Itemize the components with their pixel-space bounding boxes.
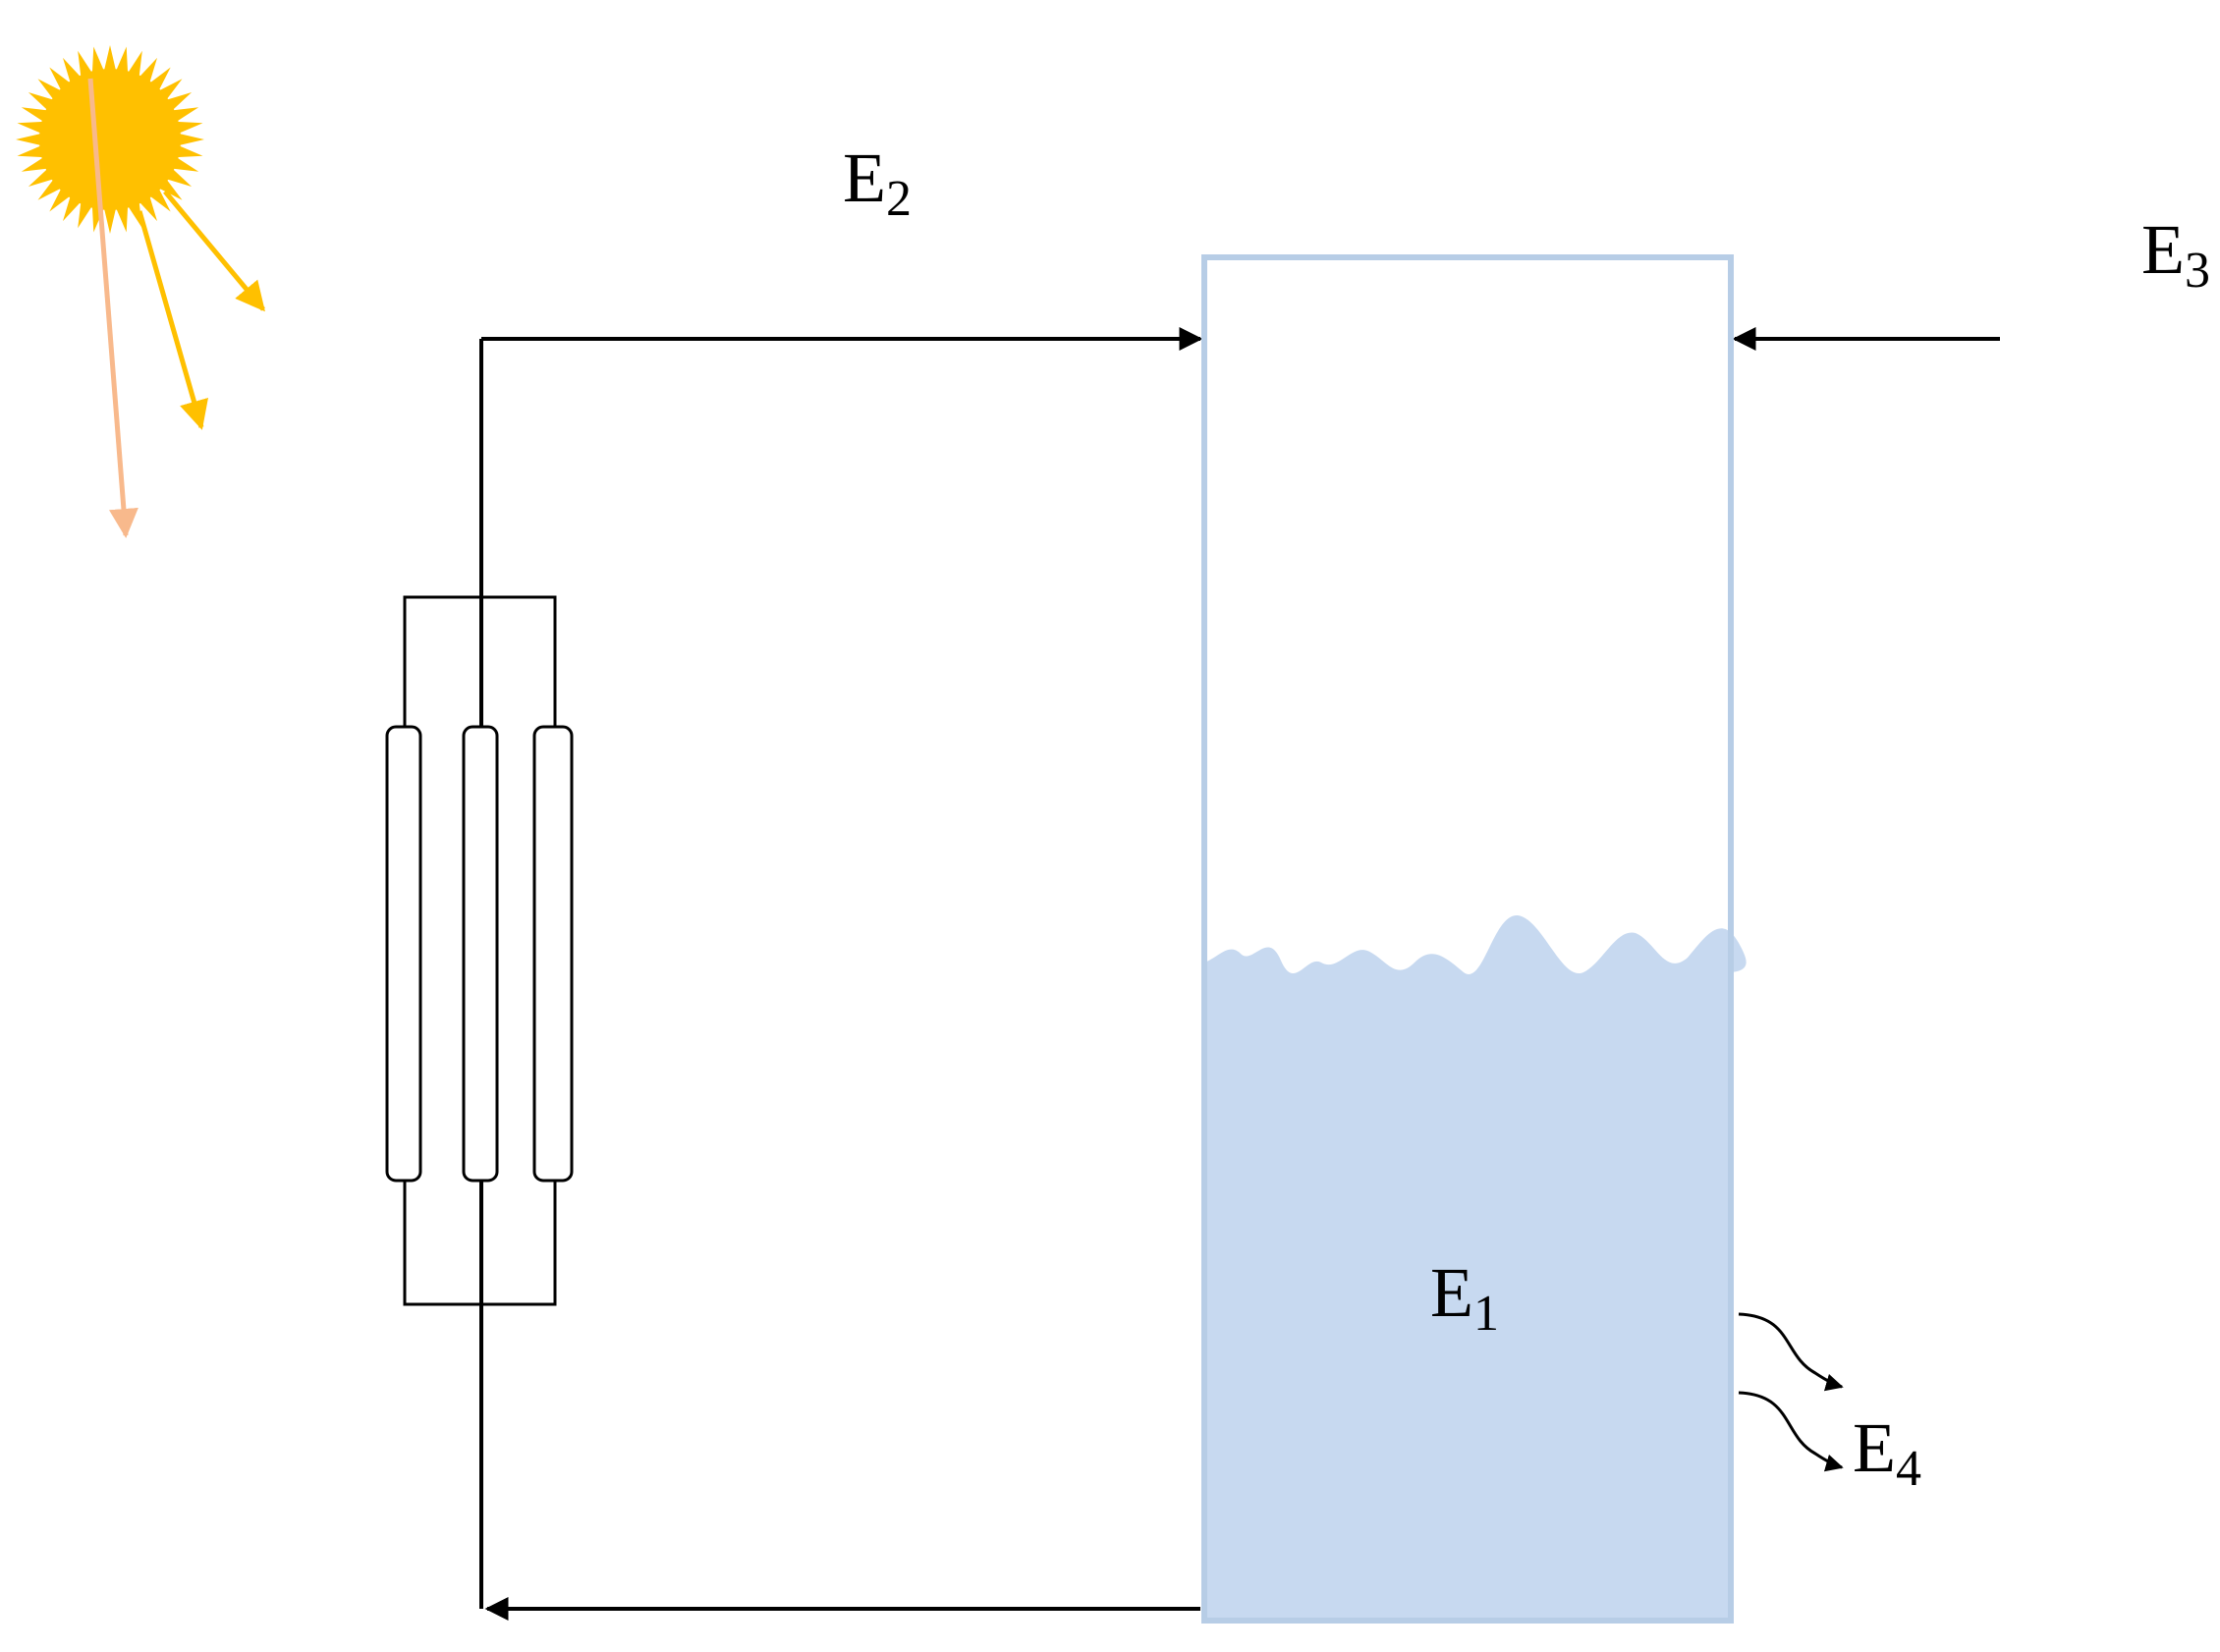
sun-rays [87, 78, 265, 538]
collector-tube-right [532, 725, 574, 1183]
tank-outline [1201, 254, 1734, 1624]
sun-disc [39, 69, 181, 210]
solar-collector-icon [385, 595, 574, 1306]
sun-ray-middle [137, 210, 208, 430]
collector-tube-left [385, 725, 422, 1183]
tank-water [1204, 914, 1747, 1621]
heat-loss-arrow-lower [1738, 1391, 1844, 1472]
label-e1: E1 [1430, 1253, 1499, 1342]
piping [479, 327, 2000, 1621]
sun-icon [16, 45, 204, 234]
label-e4: E4 [1853, 1408, 1921, 1497]
sun-ray-left [87, 78, 139, 538]
sun-ray-right [163, 190, 265, 312]
label-e2: E2 [843, 138, 912, 227]
label-e3: E3 [2141, 210, 2210, 299]
collector-tube-middle [462, 725, 499, 1183]
heat-loss-arrow-upper [1738, 1312, 1844, 1392]
heat-loss-arrows [1738, 1312, 1844, 1472]
storage-tank-icon [1201, 254, 1747, 1624]
